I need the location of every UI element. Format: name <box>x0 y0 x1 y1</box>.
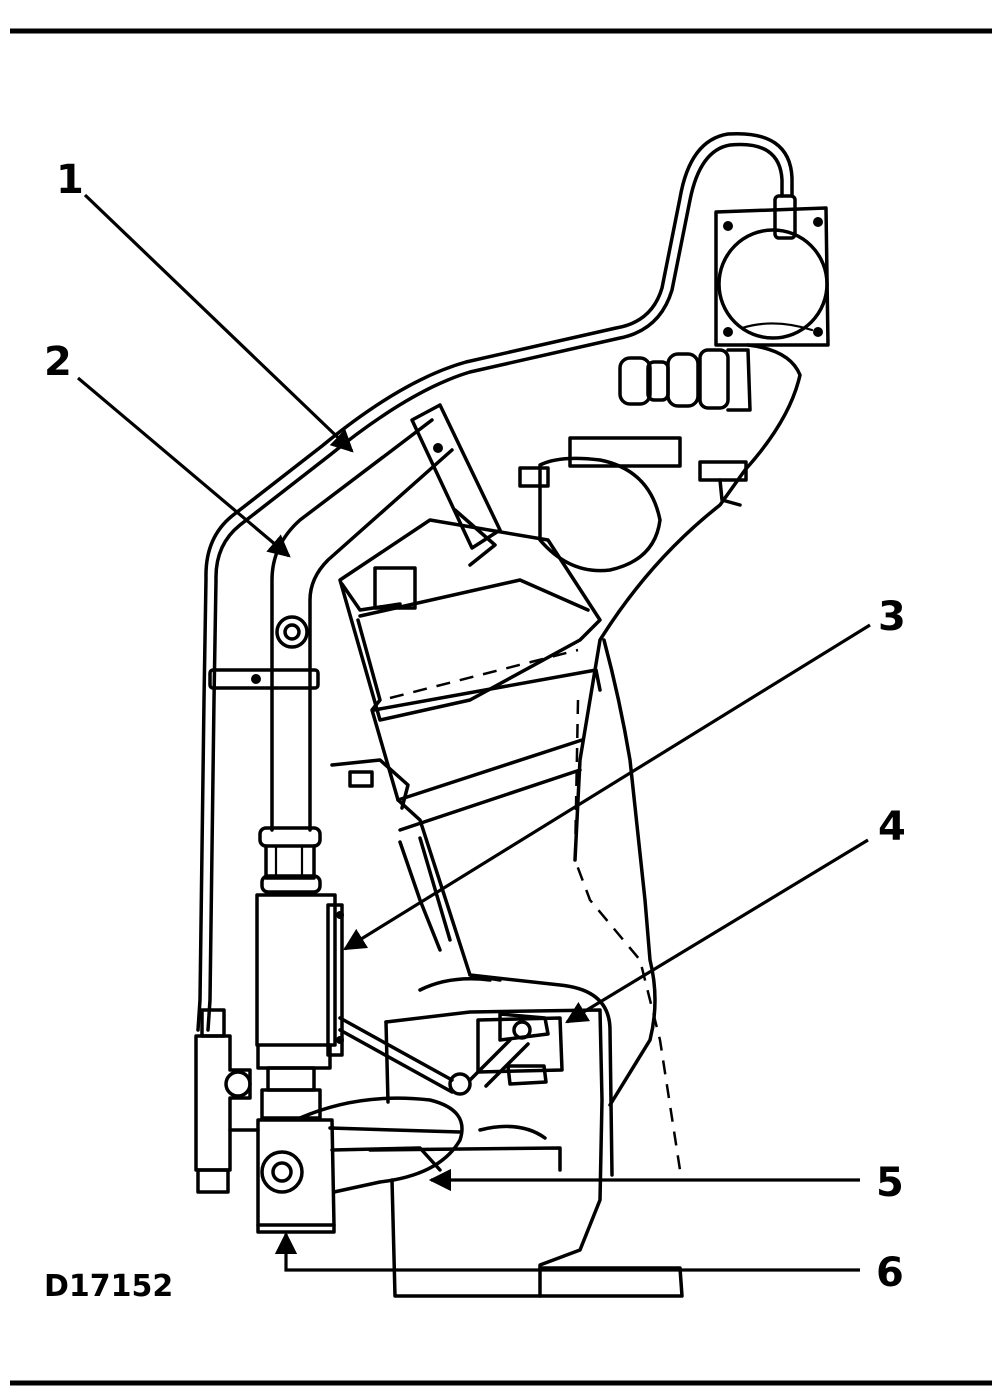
figure-id: D17152 <box>44 1269 173 1304</box>
pipe-2 <box>208 418 454 894</box>
leader-2 <box>76 376 291 558</box>
callout-2: 2 <box>44 339 72 385</box>
bellows-coupling <box>618 348 752 412</box>
leader-3 <box>343 623 871 951</box>
line-fitting <box>194 1008 260 1194</box>
callout-3: 3 <box>878 594 906 640</box>
cylinder-block <box>330 518 682 1171</box>
callout-4: 4 <box>878 804 906 850</box>
governor-linkage <box>338 1012 564 1096</box>
engine-drawing <box>194 131 830 1298</box>
turbocharger <box>518 343 802 862</box>
sensing-line-1 <box>196 131 794 1032</box>
callout-5: 5 <box>876 1160 904 1206</box>
callout-labels: 1 2 3 4 5 6 <box>44 157 906 1296</box>
base-housing <box>368 973 684 1298</box>
leader-4 <box>565 838 869 1024</box>
leader-6 <box>274 1231 860 1272</box>
sensor-block <box>255 893 344 1120</box>
callout-leaders <box>76 193 871 1272</box>
callout-1: 1 <box>56 157 84 203</box>
upper-flange <box>714 194 830 347</box>
pipe-bracket <box>410 403 502 567</box>
callout-6: 6 <box>876 1250 904 1296</box>
leader-1 <box>83 193 354 453</box>
